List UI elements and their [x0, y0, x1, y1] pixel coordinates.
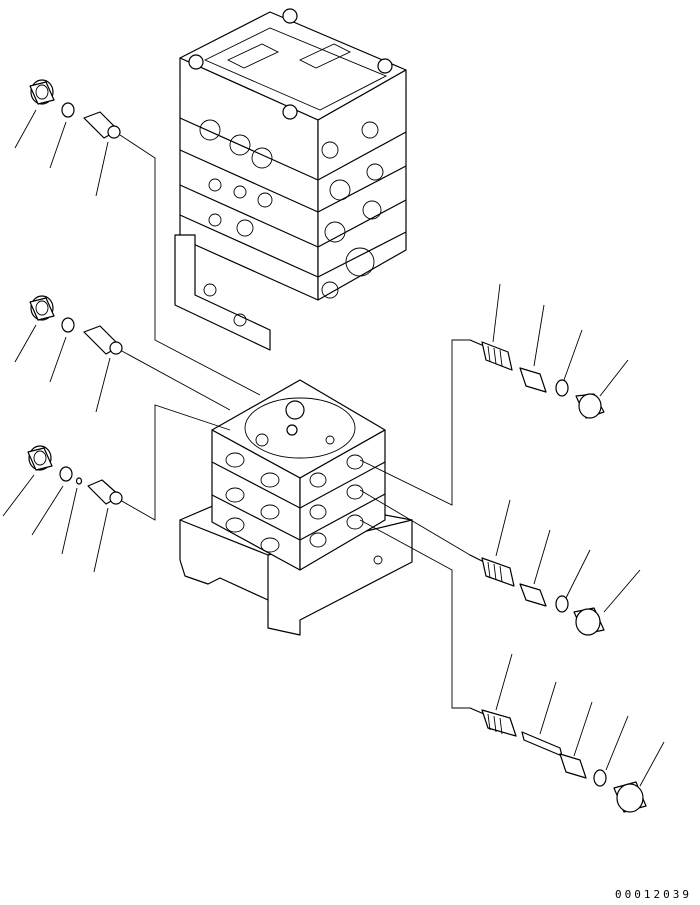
- o-ring-part: [62, 103, 74, 117]
- o-ring-part: [62, 318, 74, 332]
- o-ring-part: [556, 380, 568, 396]
- spool-part: [522, 732, 562, 756]
- spring-part: [520, 368, 546, 392]
- left-parts-group-3: [3, 446, 122, 572]
- valve-part: [84, 112, 120, 138]
- plug-part: [30, 296, 54, 320]
- plug-part: [614, 782, 646, 812]
- valve-part: [88, 480, 122, 504]
- spring-part: [520, 584, 546, 606]
- small-ring-part: [77, 478, 82, 484]
- plug-part: [28, 446, 52, 470]
- left-parts-group-1: [15, 80, 120, 196]
- plug-part: [574, 608, 604, 635]
- o-ring-part: [556, 596, 568, 612]
- right-parts-group-3: [470, 654, 664, 812]
- drawing-number: 00012039: [615, 888, 692, 901]
- valve-part: [470, 708, 516, 736]
- valve-part: [84, 326, 122, 354]
- assembly-leader-lines: [120, 135, 470, 708]
- left-parts-group-2: [15, 296, 122, 412]
- o-ring-part: [594, 770, 606, 786]
- right-parts-group-2: [470, 500, 640, 635]
- valve-part: [470, 340, 512, 370]
- o-ring-part: [60, 467, 72, 481]
- right-parts-group-1: [470, 284, 628, 418]
- plug-part: [576, 394, 604, 418]
- valve-body-lower: [180, 380, 412, 635]
- spring-part: [560, 754, 586, 778]
- control-valve-assembly-upper: [175, 9, 406, 350]
- plug-part: [30, 80, 54, 104]
- valve-part: [470, 555, 514, 586]
